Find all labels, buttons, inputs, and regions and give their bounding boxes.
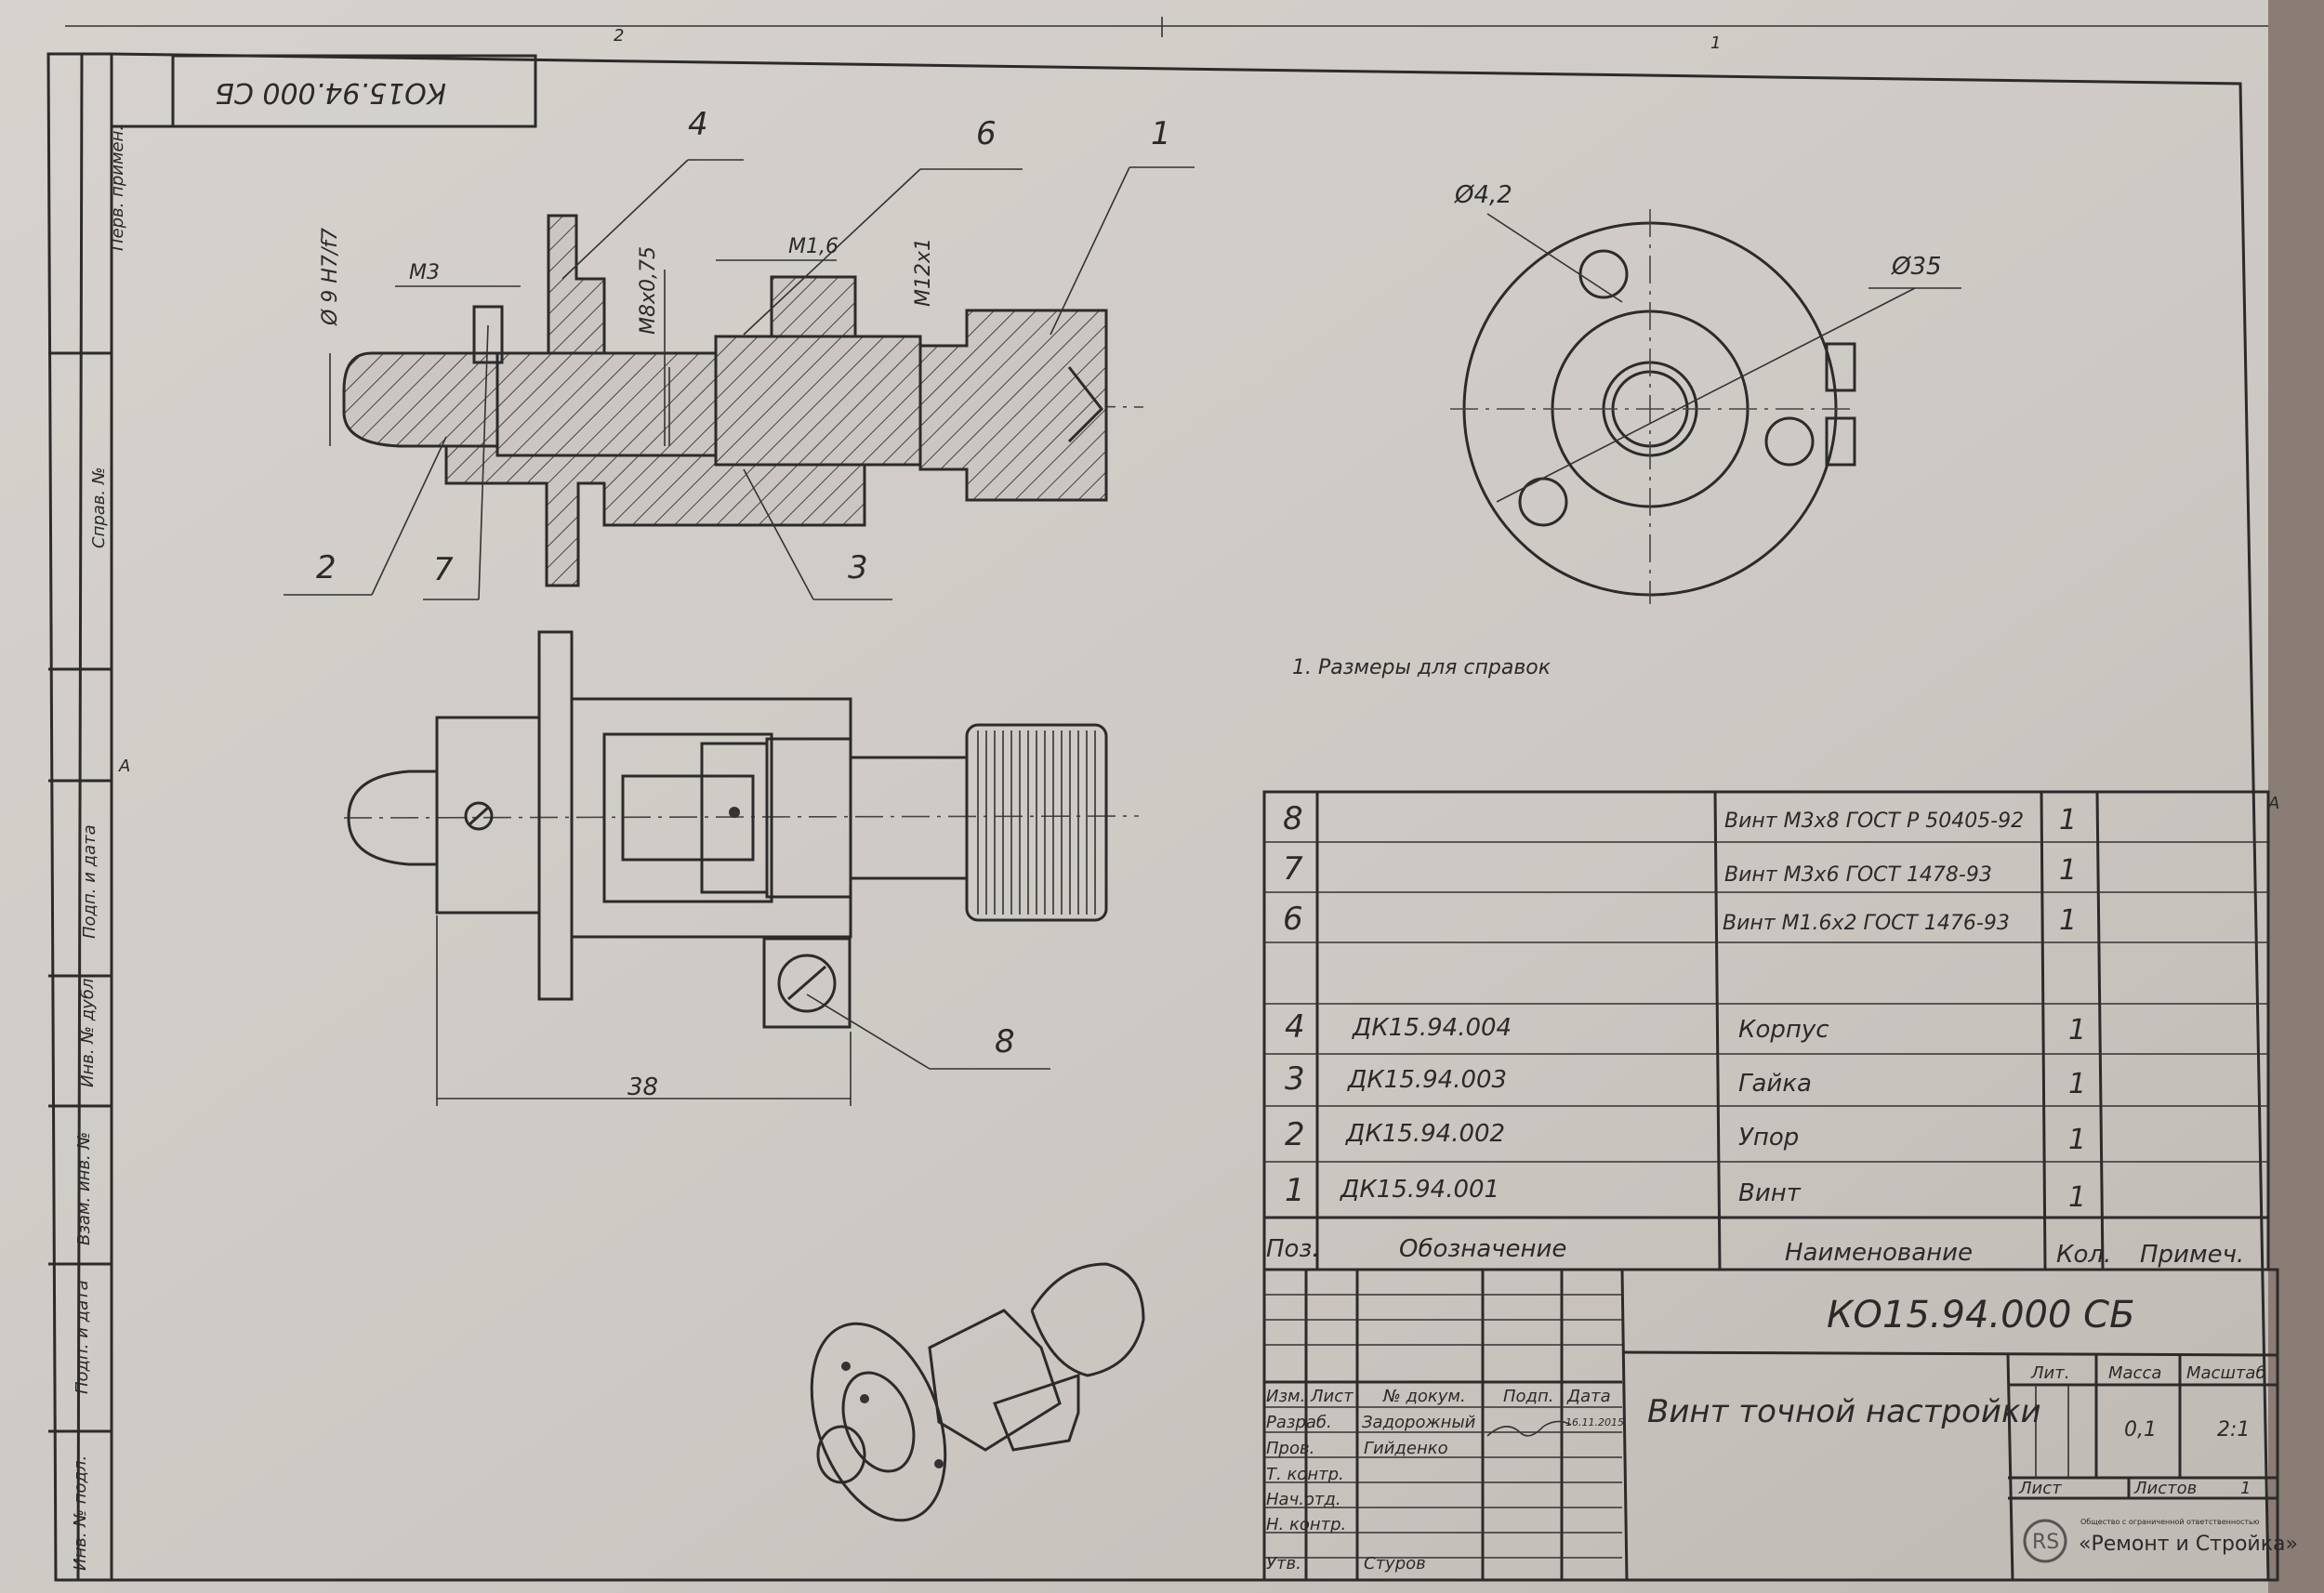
row-qty: 1 <box>2059 804 2077 836</box>
header-qty: Кол. <box>2056 1241 2111 1269</box>
section-view <box>342 214 1144 587</box>
title-block <box>1262 1268 2279 1582</box>
zone-label-2: 2 <box>614 26 624 46</box>
callout-6: 6 <box>976 115 997 152</box>
row-name: Винт М1.6х2 ГОСТ 1476-93 <box>1723 912 2010 935</box>
title-name: Винт точной настройки <box>1647 1393 2041 1430</box>
row-name: Корпус <box>1738 1016 1829 1044</box>
title-code: КО15.94.000 СБ <box>1827 1294 2135 1336</box>
tb-utv-name: Стуров <box>1364 1554 1426 1573</box>
row-qty: 1 <box>2068 1068 2086 1100</box>
callout-7: 7 <box>433 551 454 588</box>
callouts-section: 4 6 1 2 7 3 <box>284 106 1195 600</box>
tb-razrab-name: Задорожный <box>1362 1413 1476 1432</box>
strip-inv-dubl: Инв. № дубл. <box>78 973 98 1087</box>
isometric-view <box>810 1262 1145 1522</box>
tb-izm: Изм. <box>1266 1387 1305 1406</box>
row-designation: ДК15.94.001 <box>1340 1176 1499 1204</box>
header-note: Примеч. <box>2140 1241 2244 1269</box>
tb-list: Лист <box>1310 1387 1353 1406</box>
header-pos: Поз. <box>1266 1235 1320 1263</box>
tb-listov: Листов <box>2133 1479 2197 1498</box>
tb-listov-val: 1 <box>2240 1479 2251 1498</box>
header-name: Наименование <box>1785 1239 1973 1267</box>
row-name: Винт М3х6 ГОСТ 1478-93 <box>1724 863 1992 887</box>
header-designation: Обозначение <box>1399 1235 1566 1263</box>
knurl-lines <box>977 731 1096 915</box>
tb-masshtab-val: 2:1 <box>2217 1418 2250 1442</box>
tb-n-kontr: Н. контр. <box>1266 1515 1346 1534</box>
row-qty: 1 <box>2068 1181 2086 1214</box>
row-pos: 8 <box>1283 800 1303 837</box>
dim-m12: М12х1 <box>912 238 935 307</box>
dim-m8: М8х0,75 <box>637 246 660 335</box>
dim-m16: М1,6 <box>788 235 838 258</box>
side-view <box>343 630 1140 1106</box>
tb-masshtab: Масштаб <box>2186 1363 2266 1383</box>
strip-perv-primen: Перв. примен. <box>108 125 127 251</box>
org-logo: RS <box>2023 1519 2067 1563</box>
row-designation: ДК15.94.003 <box>1347 1066 1507 1094</box>
row-pos: 4 <box>1285 1008 1305 1046</box>
tb-data: Дата <box>1566 1387 1611 1406</box>
svg-text:RS: RS <box>2032 1531 2059 1554</box>
row-pos: 1 <box>1285 1172 1305 1209</box>
row-designation: ДК15.94.002 <box>1345 1120 1505 1148</box>
note-reference: 1. Размеры для справок <box>1292 656 1552 679</box>
row-name: Упор <box>1738 1124 1799 1152</box>
callout-2: 2 <box>316 549 337 586</box>
row-qty: 1 <box>2068 1124 2086 1156</box>
org-name: «Ремонт и Стройка» <box>2079 1533 2298 1556</box>
tb-n-dokum: № докум. <box>1382 1387 1466 1406</box>
callout-4: 4 <box>688 106 708 143</box>
signature <box>1486 1420 1572 1437</box>
tb-razrab-date: 16.11.2015 <box>1565 1416 1624 1428</box>
callout-1: 1 <box>1151 115 1171 152</box>
row-pos: 3 <box>1285 1060 1305 1098</box>
rotated-code: КО15.94.000 СБ <box>215 76 446 109</box>
dim-d42: Ø4,2 <box>1454 181 1512 209</box>
row-name: Гайка <box>1738 1070 1812 1098</box>
org-small: Общество с ограниченной ответственностью <box>2080 1518 2260 1526</box>
dim-38: 38 <box>627 1073 658 1101</box>
tb-t-kontr: Т. контр. <box>1266 1465 1344 1484</box>
strip-sprav: Справ. № <box>89 467 109 548</box>
row-qty: 1 <box>2059 854 2077 887</box>
strip-inv-podl: Инв. № подл. <box>71 1455 90 1571</box>
row-pos: 2 <box>1285 1116 1305 1153</box>
row-pos: 6 <box>1283 901 1303 938</box>
row-name: Винт М3х8 ГОСТ Р 50405-92 <box>1724 810 2024 833</box>
tb-podp: Подп. <box>1503 1387 1553 1406</box>
dim-m3: М3 <box>409 261 440 284</box>
row-name: Винт <box>1738 1179 1802 1207</box>
zone-label-a-right: А <box>2267 794 2279 813</box>
zone-label-1: 1 <box>1710 33 1721 53</box>
tb-prov: Пров. <box>1266 1439 1314 1458</box>
dim-d35: Ø35 <box>1891 253 1942 281</box>
row-pos: 7 <box>1283 850 1303 888</box>
front-view <box>1450 209 1961 604</box>
strip-podp-data-1: Подп. и дата <box>80 824 99 939</box>
row-qty: 1 <box>2068 1014 2086 1047</box>
zone-label-a-left: А <box>118 757 130 776</box>
row-designation: ДК15.94.004 <box>1352 1014 1512 1042</box>
callout-3: 3 <box>848 549 868 586</box>
spec-rows: 8 Винт М3х8 ГОСТ Р 50405-92 1 7 Винт М3х… <box>1266 800 2244 1269</box>
tb-massa-val: 0,1 <box>2124 1418 2157 1442</box>
tb-lit: Лит. <box>2030 1363 2069 1383</box>
dim-fit: Ø 9 H7/f7 <box>319 228 342 326</box>
tb-nach-otd: Нач.отд. <box>1266 1490 1341 1509</box>
row-qty: 1 <box>2059 904 2077 937</box>
callout-8: 8 <box>995 1023 1015 1060</box>
tb-massa: Масса <box>2108 1363 2161 1383</box>
tb-prov-name: Гийденко <box>1364 1439 1448 1458</box>
tb-list2: Лист <box>2018 1479 2062 1498</box>
tb-razrab: Разраб. <box>1266 1413 1332 1432</box>
strip-vzam-inv: Взам. инв. № <box>74 1132 94 1245</box>
strip-podp-data-2: Подп. и дата <box>73 1280 92 1394</box>
spec-table <box>1262 790 2270 1271</box>
tb-utv: Утв. <box>1266 1554 1301 1573</box>
